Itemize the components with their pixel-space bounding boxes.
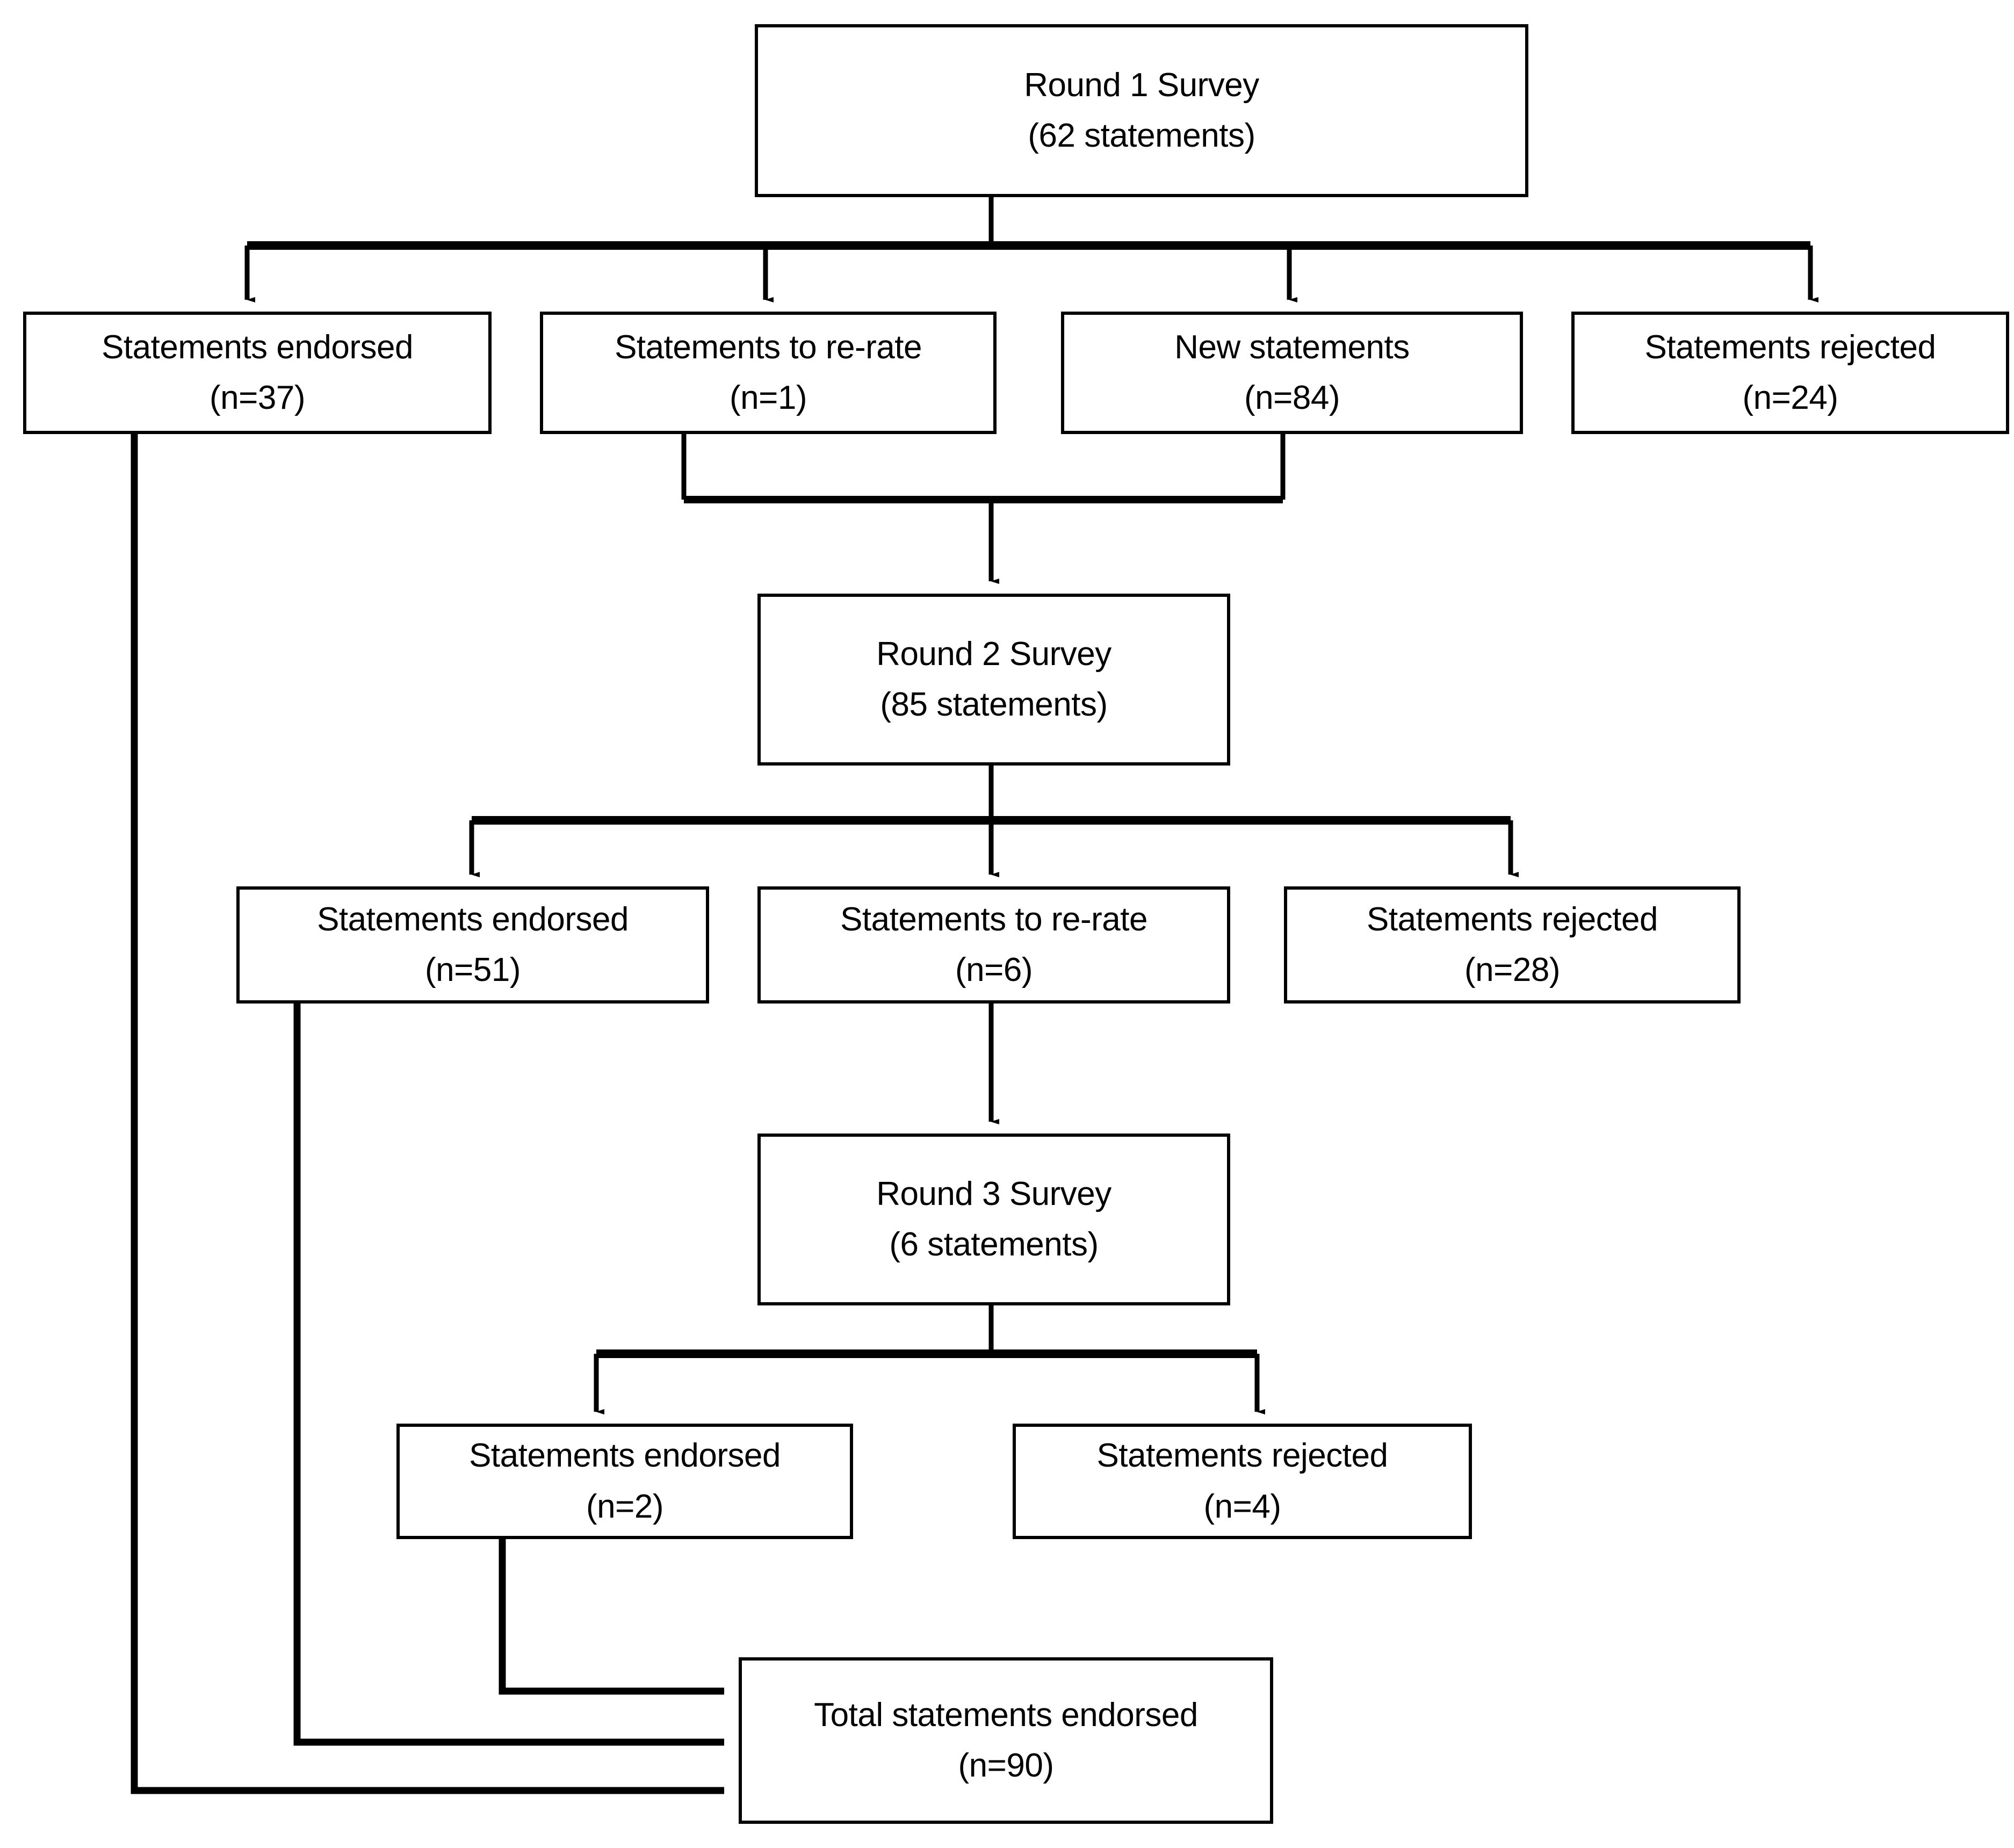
edge-round3-fork bbox=[594, 1305, 1265, 1414]
node-label-line2: (n=6) bbox=[955, 951, 1033, 988]
edge-r3endorsed-total bbox=[499, 1539, 725, 1695]
node-label-line1: Statements endorsed bbox=[102, 328, 413, 366]
node-round-2-survey[interactable]: Round 2 Survey (85 statements) bbox=[757, 594, 1230, 766]
node-label-line1: Statements rejected bbox=[1367, 900, 1658, 938]
node-round2-statements-to-re-rate[interactable]: Statements to re-rate (n=6) bbox=[757, 886, 1230, 1004]
node-label-line2: (62 statements) bbox=[1028, 117, 1255, 154]
node-label-line2: (n=4) bbox=[1203, 1488, 1281, 1525]
node-round1-statements-endorsed[interactable]: Statements endorsed (n=37) bbox=[23, 312, 492, 434]
node-round-3-survey[interactable]: Round 3 Survey (6 statements) bbox=[757, 1134, 1230, 1305]
node-label-line1: Statements rejected bbox=[1096, 1437, 1388, 1475]
node-round2-statements-endorsed[interactable]: Statements endorsed (n=51) bbox=[236, 886, 709, 1004]
node-label-line2: (85 statements) bbox=[880, 686, 1108, 723]
edge-r1endorsed-total bbox=[131, 434, 725, 1794]
node-round-1-survey[interactable]: Round 1 Survey (62 statements) bbox=[755, 24, 1528, 197]
node-round1-statements-rejected[interactable]: Statements rejected (n=24) bbox=[1571, 312, 2009, 434]
node-label-line1: New statements bbox=[1174, 328, 1410, 366]
edge-round2-fork bbox=[469, 766, 1519, 877]
node-round1-statements-to-re-rate[interactable]: Statements to re-rate (n=1) bbox=[540, 312, 997, 434]
node-label-line1: Statements rejected bbox=[1644, 328, 1936, 366]
node-label-line1: Round 3 Survey bbox=[876, 1175, 1111, 1212]
node-label-line2: (6 statements) bbox=[889, 1226, 1099, 1263]
node-label-line2: (n=28) bbox=[1464, 951, 1560, 988]
node-label-line1: Statements to re-rate bbox=[840, 900, 1147, 938]
node-label-line2: (n=90) bbox=[958, 1747, 1054, 1784]
node-round3-statements-rejected[interactable]: Statements rejected (n=4) bbox=[1013, 1424, 1472, 1539]
node-label-line1: Statements to re-rate bbox=[615, 328, 922, 366]
node-label-line2: (n=1) bbox=[730, 379, 807, 416]
node-label-line2: (n=2) bbox=[586, 1488, 663, 1525]
node-label-line1: Total statements endorsed bbox=[814, 1696, 1198, 1734]
node-round3-statements-endorsed[interactable]: Statements endorsed (n=2) bbox=[396, 1424, 853, 1539]
node-label-line2: (n=24) bbox=[1742, 379, 1838, 416]
node-label-line1: Statements endorsed bbox=[469, 1437, 781, 1475]
node-label-line1: Statements endorsed bbox=[317, 900, 629, 938]
node-round2-statements-rejected[interactable]: Statements rejected (n=28) bbox=[1284, 886, 1741, 1004]
node-label-line2: (n=37) bbox=[210, 379, 305, 416]
edge-round1-fork bbox=[244, 197, 1818, 302]
edge-r2endorsed-total bbox=[293, 1004, 725, 1746]
node-round1-new-statements[interactable]: New statements (n=84) bbox=[1061, 312, 1523, 434]
node-label-line2: (n=51) bbox=[425, 951, 521, 988]
node-label-line1: Round 1 Survey bbox=[1024, 66, 1259, 104]
node-total-statements-endorsed[interactable]: Total statements endorsed (n=90) bbox=[739, 1657, 1273, 1824]
node-label-line1: Round 2 Survey bbox=[876, 635, 1111, 673]
node-label-line2: (n=84) bbox=[1244, 379, 1340, 416]
edge-merge-round2 bbox=[681, 434, 1286, 584]
